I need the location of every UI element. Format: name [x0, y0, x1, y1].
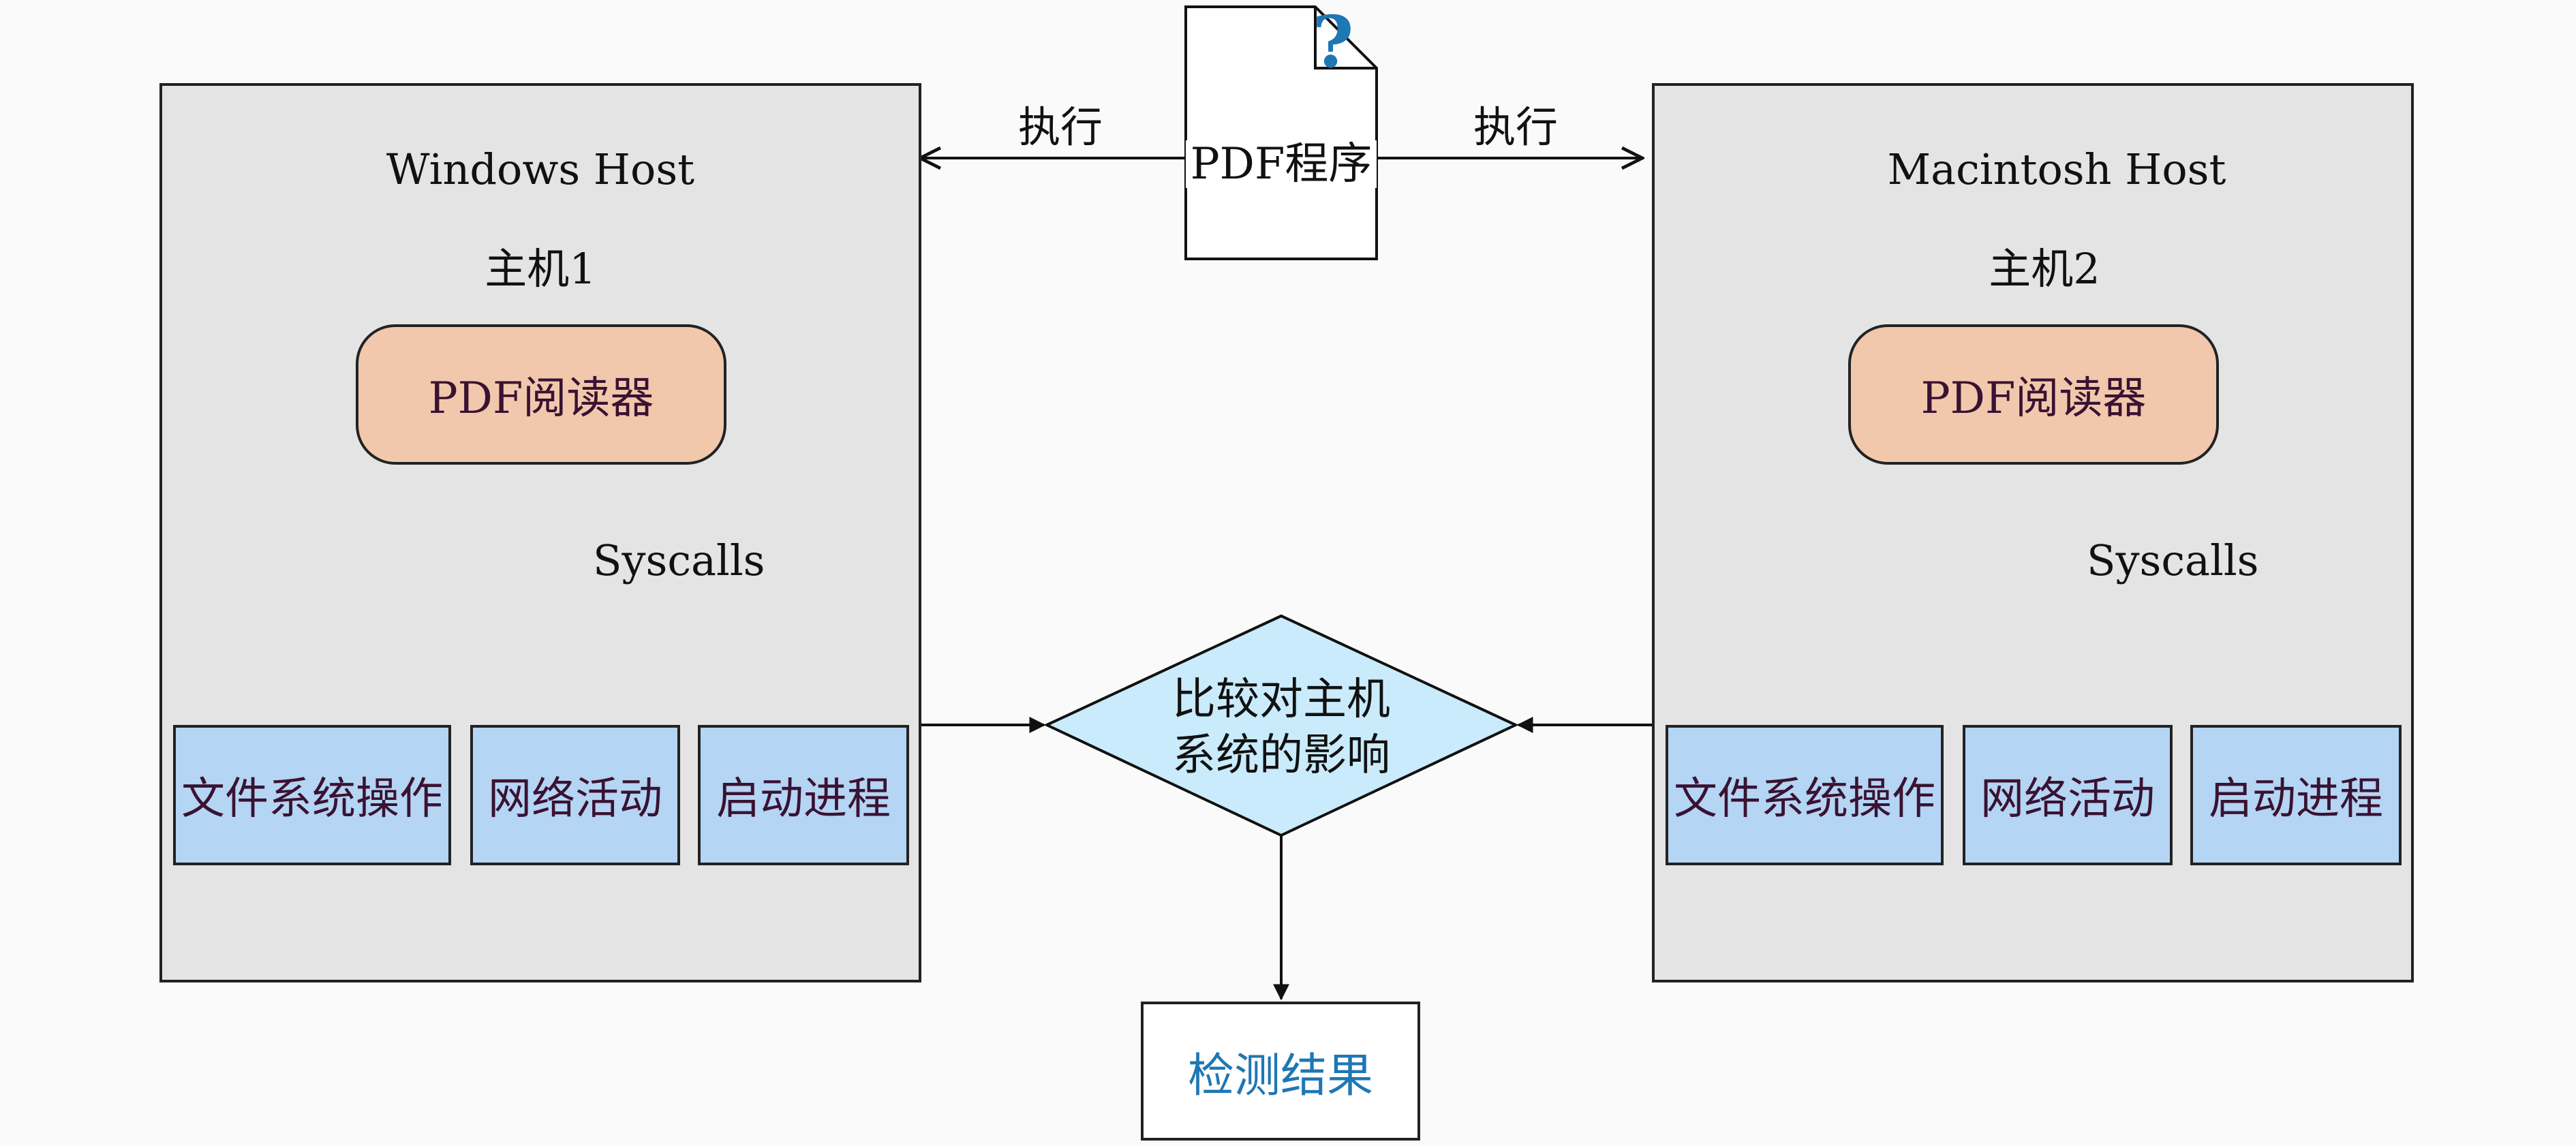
host-1-os-name: Windows Host: [386, 144, 695, 194]
pdf-program-label: PDF程序: [1186, 140, 1377, 188]
host-2-op-network: 网络活动: [1963, 725, 2173, 865]
host-1-pdf-reader: PDF阅读器: [356, 324, 726, 465]
host-1-syscalls-label: Syscalls: [593, 536, 765, 585]
host-2-op-filesystem: 文件系统操作: [1666, 725, 1944, 865]
compare-line-1: 比较对主机: [1172, 675, 1390, 725]
host-1-op-network: 网络活动: [470, 725, 680, 865]
host-2-label: 主机2: [1989, 244, 2100, 294]
host-1-label: 主机1: [485, 244, 596, 294]
exec-label-right: 执行: [1473, 102, 1559, 152]
host-2-pdf-reader: PDF阅读器: [1848, 324, 2219, 465]
question-mark-icon: ?: [1313, 5, 1354, 84]
host-1-op-process: 启动进程: [698, 725, 909, 865]
detection-result-box: 检测结果: [1141, 1002, 1420, 1141]
compare-diamond-label: 比较对主机 系统的影响: [1104, 672, 1458, 784]
exec-label-left: 执行: [1017, 102, 1103, 152]
host-2-op-process: 启动进程: [2190, 725, 2402, 865]
compare-line-2: 系统的影响: [1172, 730, 1390, 781]
host-2-syscalls-label: Syscalls: [2087, 536, 2259, 585]
pdf-document-icon: ?: [1184, 5, 1378, 260]
host-1-op-filesystem: 文件系统操作: [173, 725, 451, 865]
host-2-os-name: Macintosh Host: [1887, 144, 2226, 194]
